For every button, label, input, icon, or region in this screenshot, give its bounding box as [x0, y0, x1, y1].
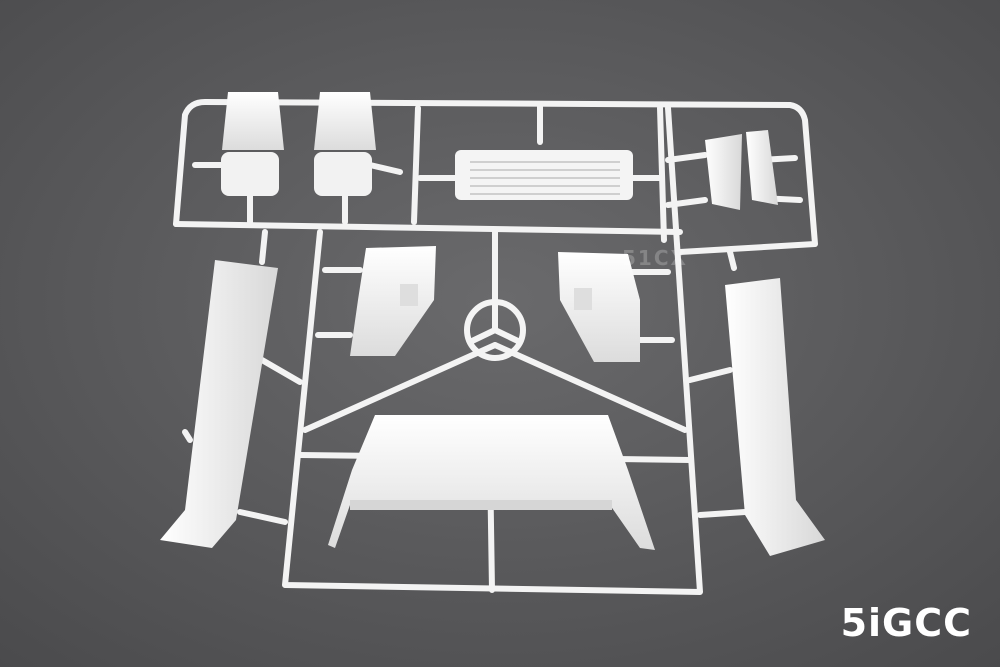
side-skirt-right-part	[725, 278, 825, 556]
steering-wheel-part	[464, 299, 526, 361]
mudguard-left-part	[705, 134, 742, 210]
cab-roof-part	[328, 415, 655, 550]
seat-left-part	[221, 92, 284, 196]
mudguard-right-part	[746, 130, 778, 205]
brand-logo: 5iGCC	[840, 601, 972, 645]
seat-right-part	[314, 92, 376, 196]
watermark: 51CX	[622, 246, 688, 270]
grille-part	[455, 150, 633, 200]
door-panel-left-part	[350, 246, 436, 356]
door-panel-right-part	[558, 252, 640, 362]
side-skirt-left-part	[160, 260, 278, 548]
